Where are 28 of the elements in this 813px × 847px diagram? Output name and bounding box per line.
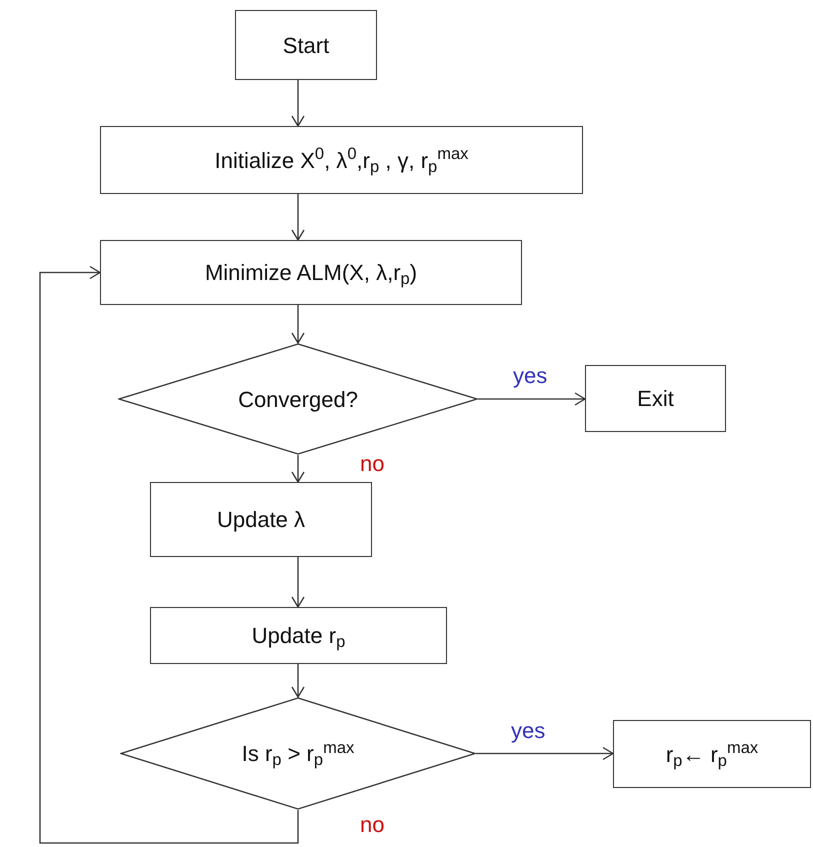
node-text: Exit [637,385,674,413]
arrow [291,305,305,344]
decision-diamond [120,697,476,810]
arrow [476,746,614,760]
arrow [39,266,299,844]
arrow [291,455,305,483]
node-text: Minimize ALM(X, λ,r$_{p}$) [204,259,418,289]
arrow [478,392,586,406]
arrow [291,80,305,127]
node-text: Start [282,32,330,60]
node-text: Converged? [238,386,358,414]
edge-label: no [360,814,384,836]
edge-label: yes [511,720,546,742]
process-box [150,607,447,664]
edge-label: no [360,453,384,475]
arrow [291,194,305,241]
process-box [100,126,583,194]
node-text: Update r$_{p}$ [252,622,346,652]
arrow [291,557,305,608]
process-box [100,240,522,305]
process-box [613,720,811,788]
edge-label: yes [513,365,548,387]
decision-diamond [118,343,478,455]
process-box [150,482,372,557]
process-box [585,365,726,432]
arrow [291,664,305,698]
process-box [235,10,377,80]
node-text: Update λ [216,506,306,534]
